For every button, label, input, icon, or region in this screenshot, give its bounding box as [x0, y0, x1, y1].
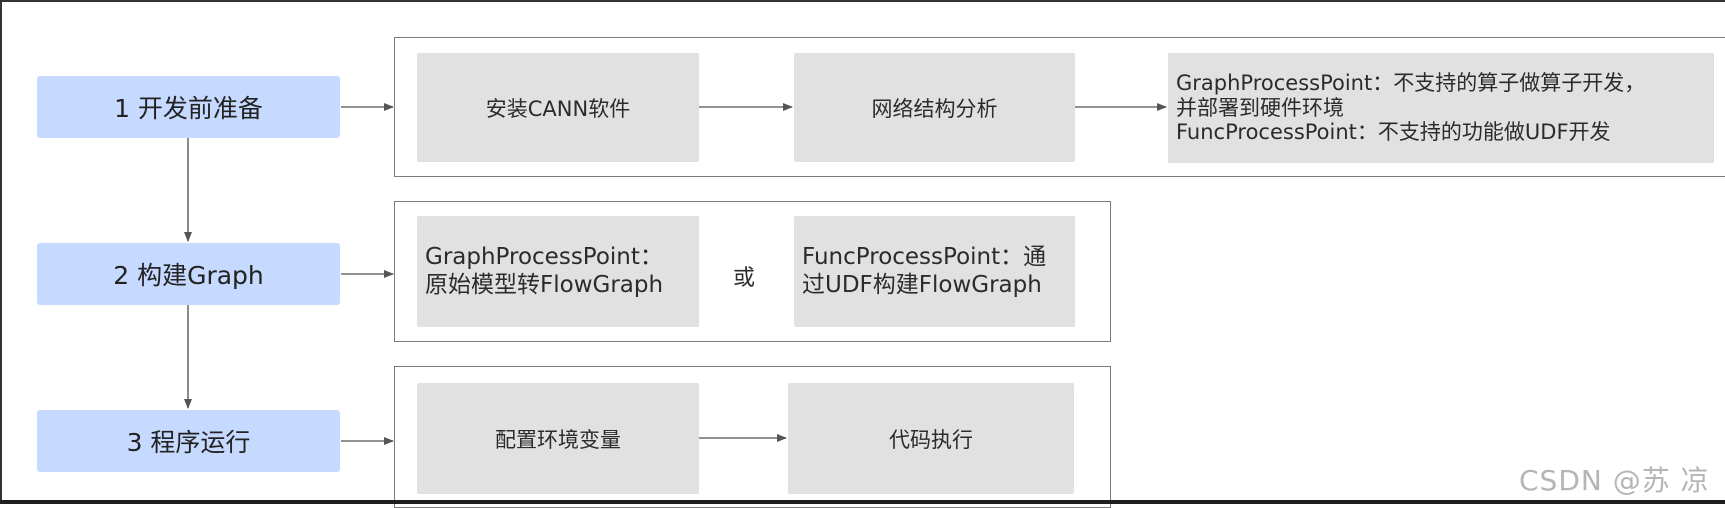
step-2-build-graph: 2 构建Graph: [37, 243, 340, 305]
network-analysis-box: 网络结构分析: [794, 53, 1075, 162]
result-line-3: FuncProcessPoint：不支持的功能做UDF开发: [1176, 120, 1611, 145]
install-cann-box: 安装CANN软件: [417, 53, 699, 162]
graph-process-point-box: GraphProcessPoint： 原始模型转FlowGraph: [417, 216, 699, 327]
step-1-prepare: 1 开发前准备: [37, 76, 340, 138]
code-exec-box: 代码执行: [788, 383, 1074, 494]
func-process-point-box: FuncProcessPoint：通 过UDF构建FlowGraph: [794, 216, 1075, 327]
csdn-watermark: CSDN @苏 凉: [1519, 464, 1710, 497]
graph-option-line-1: GraphProcessPoint：: [425, 244, 663, 271]
step-3-run: 3 程序运行: [37, 410, 340, 472]
code-exec-label: 代码执行: [889, 427, 973, 452]
top-edge: [0, 0, 1725, 2]
bottom-edge: [0, 500, 1725, 504]
step-3-label: 3 程序运行: [126, 428, 251, 457]
result-line-2: 并部署到硬件环境: [1176, 95, 1344, 120]
config-env-label: 配置环境变量: [495, 427, 621, 452]
graph-option-line-2: 原始模型转FlowGraph: [425, 271, 664, 298]
result-line-1: GraphProcessPoint：不支持的算子做算子开发，: [1176, 70, 1646, 95]
install-cann-label: 安装CANN软件: [485, 96, 631, 121]
left-edge: [0, 0, 2, 504]
or-separator: 或: [733, 266, 756, 291]
process-point-result-box: GraphProcessPoint：不支持的算子做算子开发， 并部署到硬件环境 …: [1168, 53, 1714, 163]
func-option-line-1: FuncProcessPoint：通: [802, 244, 1047, 271]
step-1-label: 1 开发前准备: [114, 94, 263, 123]
step-2-label: 2 构建Graph: [113, 261, 264, 290]
network-analysis-label: 网络结构分析: [871, 96, 998, 121]
func-option-line-2: 过UDF构建FlowGraph: [802, 271, 1042, 298]
config-env-box: 配置环境变量: [417, 383, 699, 494]
